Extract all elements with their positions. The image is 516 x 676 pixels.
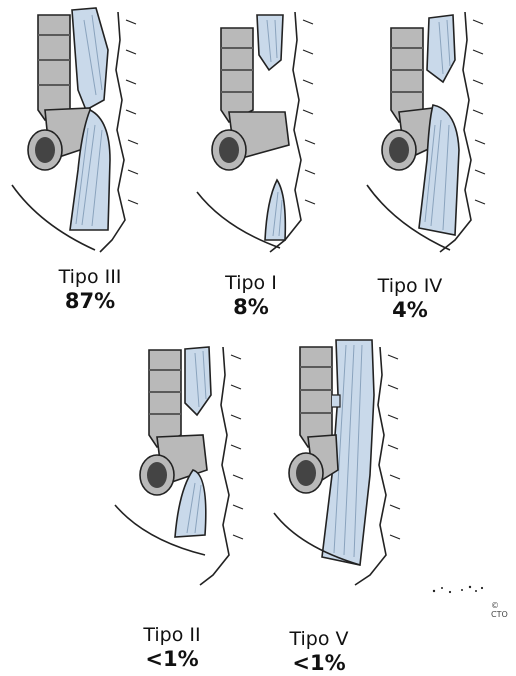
tipo-i-illustration: [185, 0, 345, 262]
panel-tipo-ii: [105, 335, 270, 605]
signature-marks: [430, 578, 490, 598]
caption-tipo-iii: Tipo III 87%: [30, 266, 150, 314]
caption-tipo-iv: Tipo IV 4%: [350, 275, 470, 323]
panel-percent: <1%: [259, 650, 379, 676]
panel-name: Tipo V: [259, 628, 379, 650]
tipo-iii-illustration: [0, 0, 175, 262]
panel-tipo-iii: [0, 0, 175, 262]
copyright-text: © CTO: [491, 601, 516, 619]
tipo-ii-illustration: [105, 335, 270, 605]
panel-name: Tipo IV: [350, 275, 470, 297]
tipo-v-illustration: [270, 335, 420, 605]
panel-percent: <1%: [112, 646, 232, 672]
panel-tipo-v: [270, 335, 420, 605]
panel-tipo-i: [185, 0, 345, 262]
tipo-iv-illustration: [355, 0, 516, 262]
caption-tipo-i: Tipo I 8%: [191, 272, 311, 320]
panel-percent: 87%: [30, 288, 150, 314]
panel-name: Tipo I: [191, 272, 311, 294]
panel-percent: 8%: [191, 294, 311, 320]
panel-tipo-iv: [355, 0, 516, 262]
caption-tipo-ii: Tipo II <1%: [112, 624, 232, 672]
panel-percent: 4%: [350, 297, 470, 323]
panel-name: Tipo II: [112, 624, 232, 646]
panel-name: Tipo III: [30, 266, 150, 288]
caption-tipo-v: Tipo V <1%: [259, 628, 379, 676]
